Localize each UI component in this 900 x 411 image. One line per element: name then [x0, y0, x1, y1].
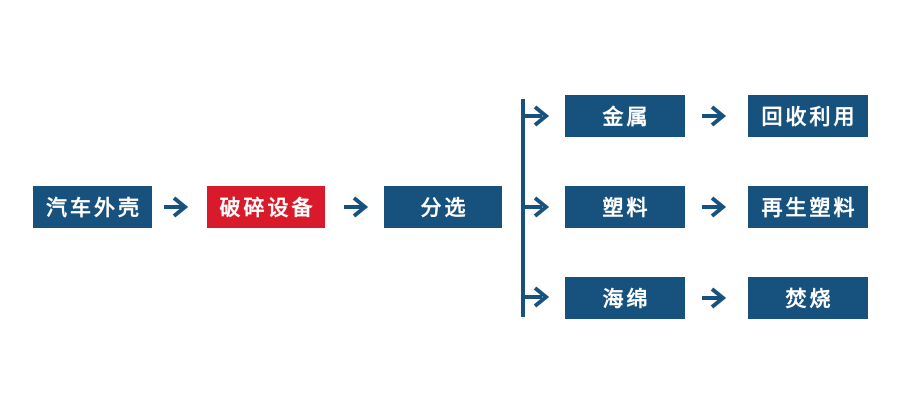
node-metal: 金属 [565, 95, 685, 137]
arrow-right-icon [164, 196, 189, 218]
node-recycled-plastic: 再生塑料 [748, 186, 868, 228]
node-sorting: 分选 [384, 186, 502, 228]
arrow-right-icon [702, 287, 727, 309]
node-plastic: 塑料 [565, 186, 685, 228]
arrow-right-icon [702, 196, 727, 218]
node-car-shell: 汽车外壳 [33, 186, 152, 228]
node-recycling-reuse: 回收利用 [748, 95, 868, 137]
node-crushing-equipment: 破碎设备 [207, 186, 325, 228]
arrow-right-icon [344, 196, 369, 218]
branch-connector [521, 99, 550, 317]
node-incineration: 焚烧 [748, 277, 868, 319]
node-sponge: 海绵 [565, 277, 685, 319]
arrow-right-icon [702, 105, 727, 127]
